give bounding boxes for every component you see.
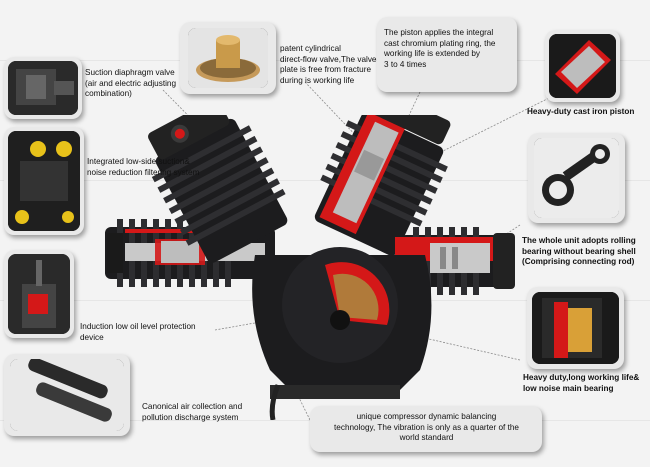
piston-ring-label: The piston applies the integral cast chr… <box>384 28 496 69</box>
connecting-rod-photo <box>534 138 619 218</box>
suction-valve-label: Suction diaphragm valve (air and electri… <box>85 68 177 98</box>
air-collection-label: Canonical air collection and pollution d… <box>142 402 243 422</box>
filter-photo <box>8 131 80 231</box>
suction-valve-photo <box>8 61 78 115</box>
suction-valve-card <box>4 57 82 119</box>
valve-card <box>180 22 276 94</box>
main-bearing-photo <box>532 292 619 364</box>
piston-label: Heavy-duty cast iron piston <box>527 107 635 116</box>
balancing-card <box>310 406 542 452</box>
oil-level-photo <box>8 254 70 334</box>
oil-level-card <box>4 250 74 338</box>
right-v-cylinder <box>314 115 451 256</box>
rolling-bearing-card <box>528 133 625 223</box>
air-collection-photo <box>10 359 124 431</box>
crankcase <box>252 247 432 399</box>
air-collection-card <box>4 354 130 436</box>
main-bearing-card <box>527 287 624 369</box>
oil-level-label: Induction low oil level protection devic… <box>80 322 196 342</box>
valve-label: patent cylindrical direct-flow valve,The… <box>280 44 377 85</box>
filter-card <box>4 127 84 235</box>
balancing-label: unique compressor dynamic balancing tech… <box>334 412 519 442</box>
leader-main-bearing <box>389 329 521 361</box>
left-v-cylinder <box>148 115 288 263</box>
background-stripe <box>0 60 650 61</box>
leader-valve <box>304 81 361 141</box>
drain-hose <box>269 384 281 420</box>
compressor-cutaway-illustration <box>105 115 515 420</box>
piston-photo <box>549 34 616 98</box>
valve-photo <box>188 28 268 88</box>
piston-card <box>545 30 620 102</box>
rolling-bearing-label: The whole unit adopts rolling bearing wi… <box>522 236 636 266</box>
main-bearing-label: Heavy duty,long working life& low noise … <box>523 373 640 393</box>
filter-label: Integrated low-side suction& noise reduc… <box>87 157 200 177</box>
piston-ring-card <box>377 17 517 92</box>
